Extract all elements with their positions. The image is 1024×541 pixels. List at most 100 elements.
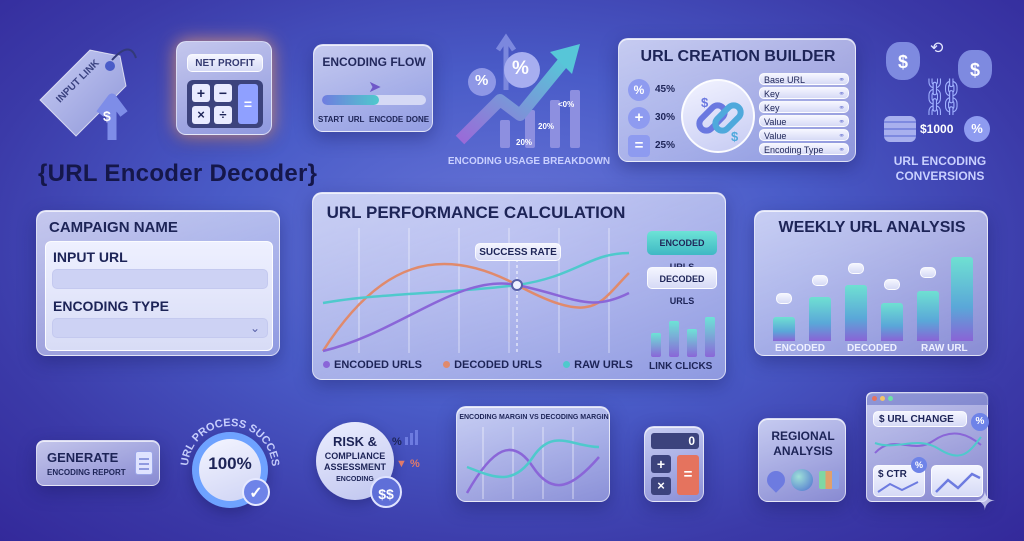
decoded-urls-button[interactable]: DECODED URLS [647, 267, 717, 306]
link-clicks-bar [669, 321, 679, 357]
chat-bubble-icon [776, 293, 792, 304]
ctr-label: $ CTR [878, 469, 907, 480]
builder-field-base-url[interactable]: Base URL⚭ [759, 73, 849, 85]
margin-decoding-line [466, 439, 600, 479]
usage-annotation: 20% [538, 122, 555, 131]
chevron-down-icon: ⌄ [249, 321, 260, 335]
legend-dot-encoded [323, 361, 330, 368]
url-creation-builder[interactable]: URL CREATION BUILDER % + = 45% 30% 25% $… [618, 38, 856, 162]
checkmark-icon: ✓ [242, 478, 270, 506]
link-icon: ⚭ [838, 145, 845, 154]
net-profit-calculator[interactable]: NET PROFIT + − × ÷ = [176, 41, 272, 135]
performance-panel: URL PERFORMANCE CALCULATION SUCCESS RATE… [312, 192, 726, 380]
weekly-bar [881, 303, 903, 341]
link-clicks-label: LINK CLICKS [649, 361, 713, 372]
margin-title: ENCODING MARGIN VS DECODING MARGIN [459, 414, 609, 421]
dollar-icon: $ [103, 108, 111, 124]
builder-field-encoding-type[interactable]: Encoding Type⚭ [759, 143, 849, 155]
series-decoded-line [321, 262, 630, 352]
growth-arrow-icon [455, 33, 580, 148]
margin-chart [465, 427, 600, 499]
percent-bars-icon: % [392, 430, 418, 448]
window-dot-icon [888, 396, 893, 401]
link-clicks-bar [687, 329, 697, 357]
svg-text:$: $ [731, 129, 739, 144]
regional-analysis-card[interactable]: REGIONAL ANALYSIS [758, 418, 846, 502]
input-link-tag[interactable]: INPUT LINK $ [30, 38, 140, 143]
legend-dot-decoded [443, 361, 451, 368]
flow-step-url: URL [348, 115, 365, 124]
small-calculator[interactable]: 0 + × = [644, 426, 704, 502]
builder-percent: 25% [655, 140, 676, 151]
regional-line2: ANALYSIS [773, 444, 833, 458]
performance-chart [321, 228, 630, 353]
equals-key[interactable]: = [677, 455, 699, 495]
weekly-label-raw: RAW URL [921, 343, 968, 354]
percent-coin-icon: % [964, 116, 990, 142]
performance-title: URL PERFORMANCE CALCULATION [326, 203, 626, 222]
down-arrow-percent-icon: ▼ % [396, 458, 420, 470]
window-dot-icon [880, 396, 885, 401]
percent-badge: % [911, 457, 927, 473]
conversions-label-line2: CONVERSIONS [895, 169, 985, 183]
legend-decoded: DECODED URLS [454, 359, 543, 371]
percent-icon: % [512, 58, 529, 79]
generate-label: GENERATE [47, 450, 119, 465]
builder-field-key[interactable]: Key⚭ [759, 101, 849, 113]
weekly-title: WEEKLY URL ANALYSIS [778, 219, 966, 236]
money-bag-icon: $ [958, 50, 992, 88]
weekly-analysis-panel: WEEKLY URL ANALYSIS ENCODED DECODED RAW … [754, 210, 988, 356]
input-url-label: INPUT URL [53, 249, 128, 265]
sparkle-icon: ✦ [974, 486, 996, 516]
trend-card [931, 465, 983, 497]
link-icon: ⚭ [838, 117, 845, 126]
chain-link-icon: ⛓ [920, 76, 966, 117]
encoding-flow-card[interactable]: ENCODING FLOW ➤ START URL ENCODE DONE [313, 44, 433, 132]
chat-bubble-icon [920, 267, 936, 278]
encoding-type-select[interactable]: ⌄ [52, 318, 268, 338]
times-key[interactable]: × [192, 106, 210, 124]
process-success-gauge: URL PROCESS SUCCESS 100% ✓ [166, 393, 290, 522]
plus-key[interactable]: + [192, 84, 210, 102]
chat-bubble-icon [884, 279, 900, 290]
divide-key[interactable]: ÷ [214, 106, 232, 124]
campaign-title: CAMPAIGN NAME [49, 219, 178, 236]
plus-key[interactable]: + [651, 455, 671, 473]
link-clicks-bar [651, 333, 661, 357]
encoding-flow-title: ENCODING FLOW [322, 55, 426, 69]
campaign-form-body: INPUT URL ENCODING TYPE ⌄ [45, 241, 273, 351]
equals-key[interactable]: = [238, 84, 258, 124]
builder-field-value[interactable]: Value⚭ [759, 129, 849, 141]
usage-breakdown-graphic[interactable]: % % <0% 20% 20% ENCODING USAGE BREAKDOWN [448, 30, 610, 167]
margin-encoding-line [465, 448, 600, 494]
generate-report-button[interactable]: GENERATE ENCODING REPORT [36, 440, 160, 486]
page-title: {URL Encoder Decoder} [38, 160, 318, 187]
encoded-urls-button[interactable]: ENCODED URLS [647, 231, 717, 272]
weekly-bar [917, 291, 939, 341]
link-clicks-bar [705, 317, 715, 357]
legend-encoded: ENCODED URLS [334, 359, 423, 371]
url-encoding-conversions[interactable]: $ $ ⛓ ⟲ $1000 % URL ENCODING CONVERSIONS [880, 36, 1000, 186]
weekly-bar [845, 285, 867, 341]
map-pin-icon [763, 467, 789, 493]
minus-key[interactable]: − [214, 84, 232, 102]
url-builder-title: URL CREATION BUILDER [640, 48, 836, 65]
input-url-field[interactable] [52, 269, 268, 289]
url-change-window[interactable]: $ URL CHANGE % $ CTR % [866, 392, 989, 502]
risk-compliance-badge[interactable]: RISK & COMPLIANCE ASSESSMENT ENCODING % … [312, 418, 434, 510]
builder-field-value[interactable]: Value⚭ [759, 115, 849, 127]
window-dot-icon [872, 396, 877, 401]
success-rate-callout: SUCCESS RATE [475, 243, 561, 261]
chain-link-icon: $ $ [681, 79, 755, 153]
times-key[interactable]: × [651, 477, 671, 495]
builder-field-key[interactable]: Key⚭ [759, 87, 849, 99]
risk-line3: ASSESSMENT [323, 462, 386, 472]
flow-step-encode: ENCODE [369, 115, 404, 124]
legend-raw: RAW URLS [574, 359, 633, 371]
url-change-label: $ URL CHANGE [873, 411, 967, 427]
svg-text:$: $ [701, 95, 709, 110]
encoding-type-label: ENCODING TYPE [53, 298, 169, 314]
chat-bubble-icon [848, 263, 864, 274]
tag-icon [39, 48, 137, 140]
rocket-icon: ➤ [368, 79, 382, 96]
